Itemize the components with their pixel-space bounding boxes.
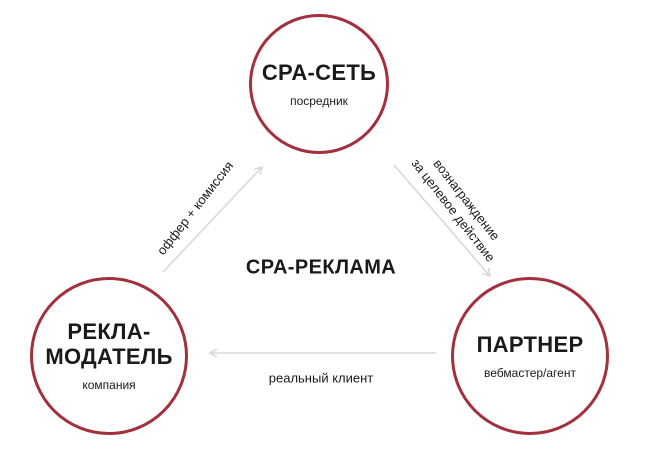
node-cpa-network-title: CPA-СЕТЬ <box>261 59 377 85</box>
node-partner: ПАРТНЕР вебмастер/агент <box>451 277 609 435</box>
node-cpa-network: CPA-СЕТЬ посредник <box>249 14 389 154</box>
arrow-network-to-partner <box>393 164 492 278</box>
node-partner-subtitle: вебмастер/агент <box>484 365 576 380</box>
center-title: CPA-РЕКЛАМА <box>245 256 397 279</box>
node-advertiser: РЕКЛА- МОДАТЕЛЬ компания <box>30 277 188 435</box>
edge-label-real-client: реальный клиент <box>268 370 374 386</box>
arrow-advertiser-to-network <box>162 165 264 273</box>
node-advertiser-subtitle: компания <box>82 378 136 392</box>
node-cpa-network-subtitle: посредник <box>290 93 348 108</box>
node-partner-title: ПАРТНЕР <box>476 331 584 357</box>
node-advertiser-title: РЕКЛА- МОДАТЕЛЬ <box>45 319 173 369</box>
